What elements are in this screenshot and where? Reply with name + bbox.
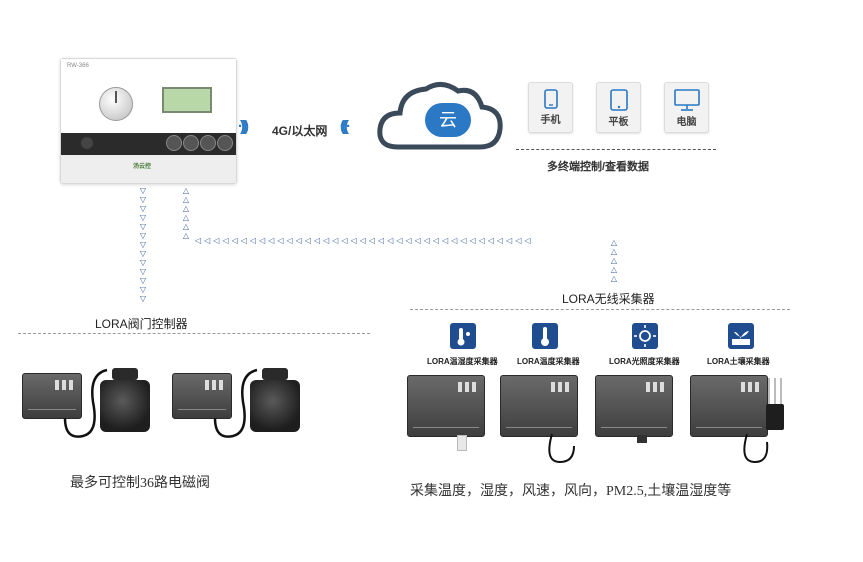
controller-button-1 — [166, 135, 182, 151]
sensor-4-cable — [743, 433, 769, 464]
soil-probe-pin — [768, 378, 770, 404]
terminal-bracket-line — [516, 149, 716, 150]
sensor-2-cable — [548, 433, 575, 464]
main-controller: RW-366 汤云控 — [60, 58, 237, 184]
uplink-arrow-row: ◁◁◁◁◁◁◁◁◁◁◁◁◁◁◁◁◁◁◁◁◁◁◁◁◁◁◁◁◁◁◁◁◁◁◁◁◁ — [195, 236, 534, 245]
sensor-device-2 — [500, 375, 578, 437]
soil-probe-head — [766, 404, 784, 430]
valve-cable-1 — [63, 368, 108, 438]
tablet-icon — [609, 89, 628, 111]
downlink-arrow-column: ▽▽▽▽▽▽▽▽▽▽▽▽▽ — [139, 186, 147, 303]
sensor-divider — [410, 309, 790, 310]
phone-icon — [543, 89, 558, 109]
valve-2-cap — [262, 368, 288, 380]
terminals-caption: 多终端控制/查看数据 — [547, 161, 650, 173]
sensor-3-light-port — [637, 435, 647, 443]
sensor-label: LORA温度采集器 — [517, 357, 580, 366]
valve-divider — [18, 333, 370, 334]
sensor-1-probe — [457, 435, 467, 451]
terminal-phone: 手机 — [528, 82, 573, 133]
controller-dial — [99, 87, 133, 121]
controller-button-3 — [200, 135, 216, 151]
controller-faceplate: RW-366 — [61, 59, 236, 134]
sensor-uplink-arrow-column: △△△△△ — [610, 238, 618, 283]
terminal-label: 平板 — [608, 117, 629, 128]
computer-icon — [673, 89, 700, 111]
sensor-device-3 — [595, 375, 673, 437]
controller-lower-panel — [61, 155, 236, 183]
sensor-label: LORA光照度采集器 — [609, 357, 680, 366]
terminal-label: 手机 — [540, 115, 561, 126]
controller-pen-icon — [81, 137, 93, 149]
controller-logo: 汤云控 — [133, 164, 152, 170]
sensor-device-4 — [690, 375, 768, 437]
terminal-label: 电脑 — [676, 117, 697, 128]
valve-controller-2 — [172, 373, 232, 419]
controller-button-4 — [217, 135, 233, 151]
terminal-computer: 电脑 — [664, 82, 709, 133]
cloud-badge: 云 — [425, 103, 471, 137]
sensor-caption: 采集温度，湿度，风速，风向，PM2.5,土壤温湿度等 — [410, 484, 732, 499]
valve-controller-1 — [22, 373, 82, 419]
soil-probe-pin — [774, 378, 776, 404]
network-label: 4G/以太网 — [272, 124, 328, 138]
solenoid-valve-1 — [100, 380, 150, 432]
soil-probe-pin — [780, 378, 782, 404]
valve-cable-2 — [213, 368, 258, 438]
controller-lcd-screen — [162, 87, 212, 113]
sensor-device-1 — [407, 375, 485, 437]
signal-right-icon: (((· — [340, 118, 351, 135]
sensor-section-title: LORA无线采集器 — [562, 292, 655, 306]
valve-section-title: LORA阀门控制器 — [95, 317, 188, 331]
sensor-label: LORA土壤采集器 — [707, 357, 770, 366]
sun-icon — [632, 323, 658, 349]
terminal-tablet: 平板 — [596, 82, 641, 133]
uplink-arrow-column: △△△△△△ — [182, 186, 190, 240]
valve-caption: 最多可控制36路电磁阀 — [70, 476, 210, 491]
thermo-humidity-icon — [450, 323, 476, 349]
signal-left-icon: ·))) — [238, 118, 249, 135]
controller-button-2 — [183, 135, 199, 151]
soil-plant-icon — [728, 323, 754, 349]
solenoid-valve-2 — [250, 380, 300, 432]
valve-1-cap — [112, 368, 138, 380]
controller-model-label: RW-366 — [67, 63, 89, 69]
thermometer-icon — [532, 323, 558, 349]
sensor-label: LORA温湿度采集器 — [427, 357, 498, 366]
